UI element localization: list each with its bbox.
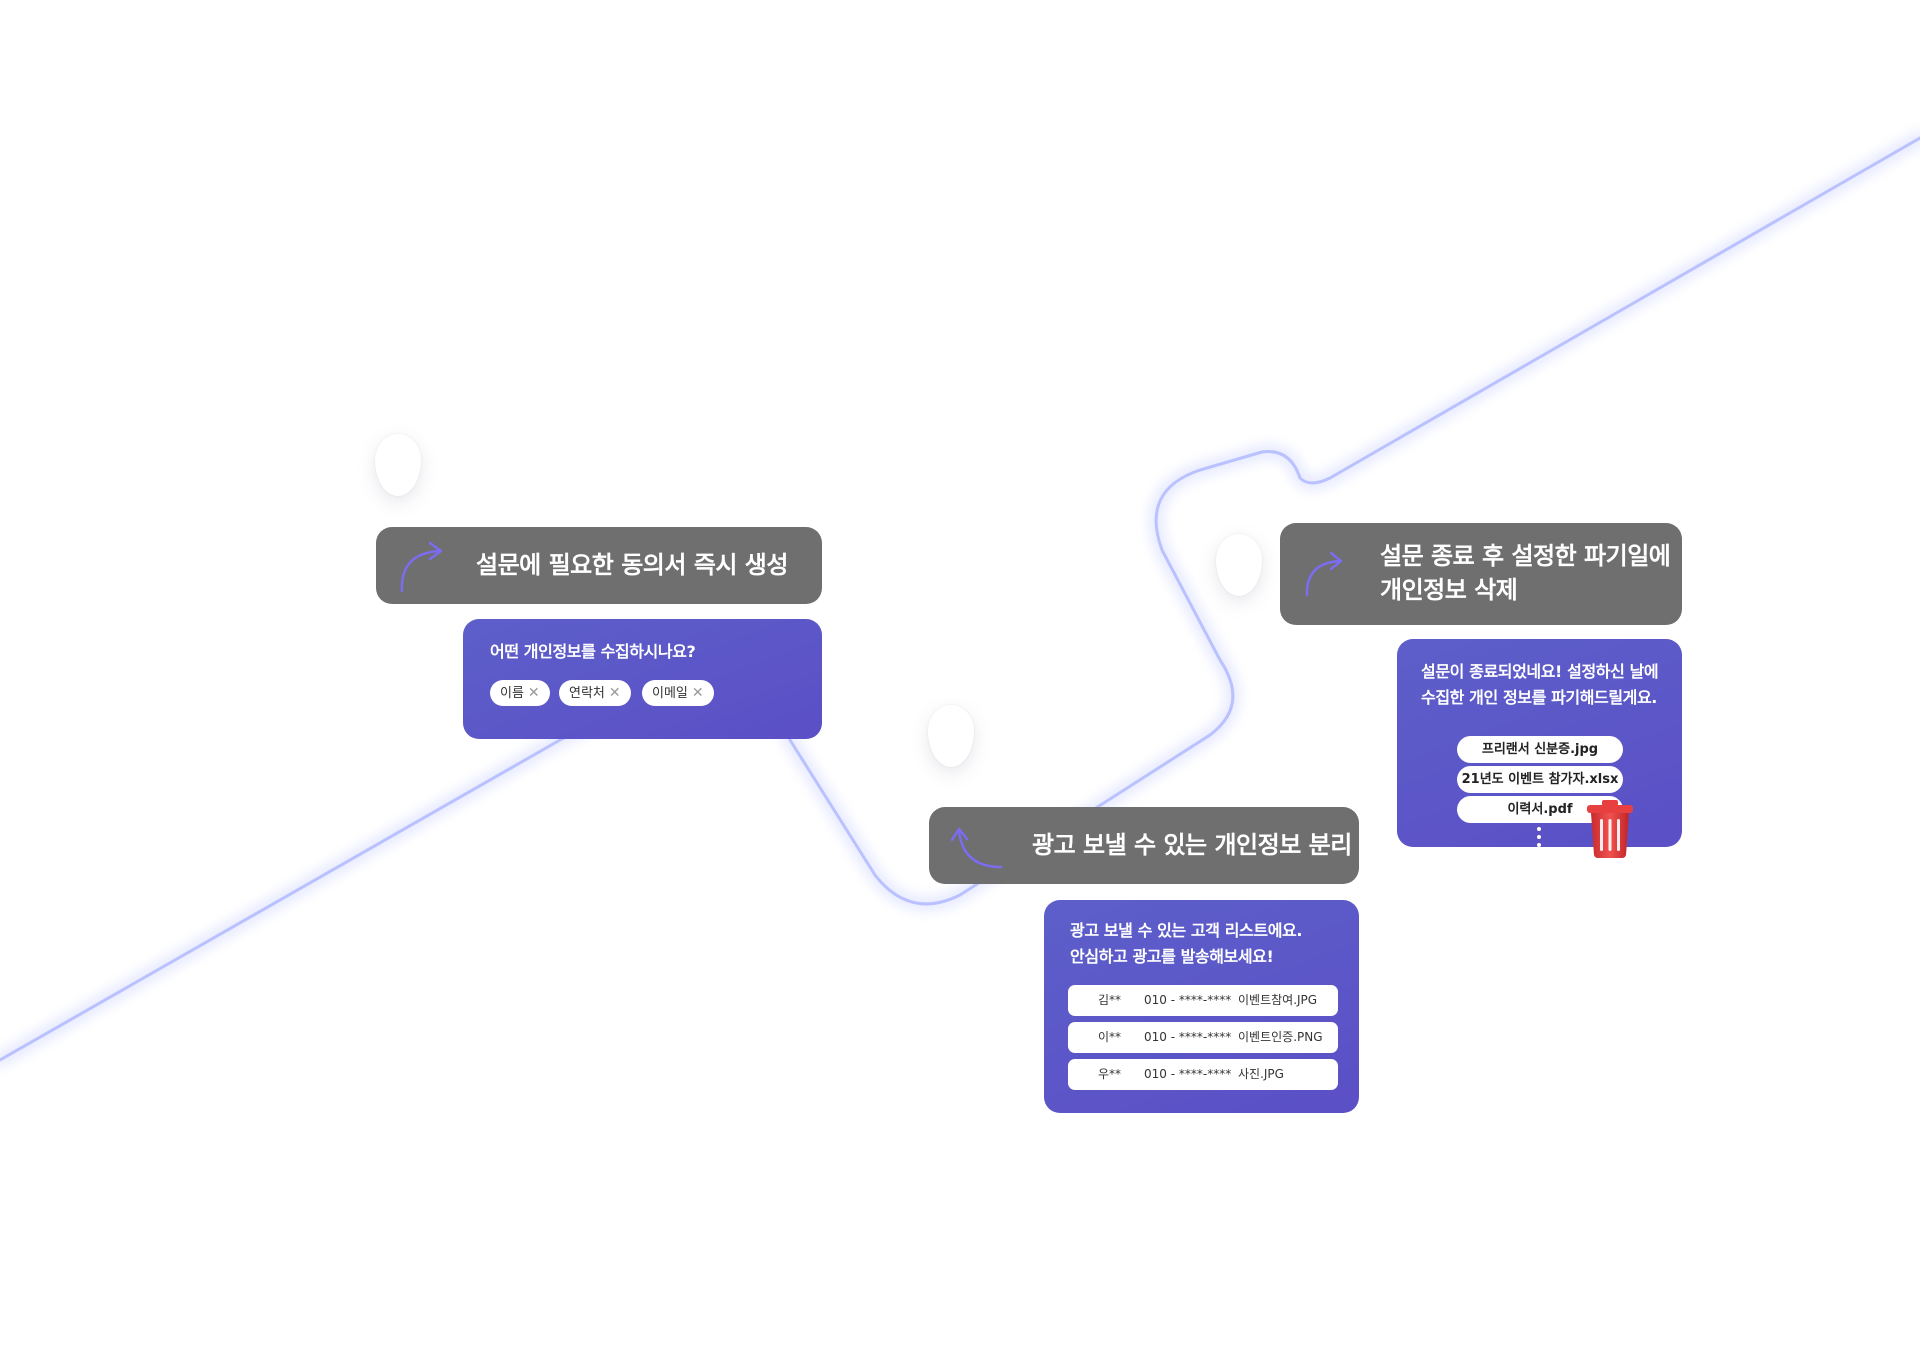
customer-phone: 010 - ****-****	[1144, 993, 1232, 1007]
customer-name: 김**	[1098, 993, 1122, 1007]
deletion-card: 설문이 종료되었네요! 설정하신 날에 수집한 개인 정보를 파기해드릴게요. …	[1397, 639, 1682, 858]
customer-file: 이벤트인증.PNG	[1238, 1030, 1323, 1044]
close-icon[interactable]: ✕	[608, 685, 621, 701]
curved-arrow-icon	[400, 541, 443, 593]
close-icon[interactable]: ✕	[527, 685, 540, 701]
step-1-title: 설문에 필요한 동의서 즉시 생성	[376, 527, 822, 604]
file-item: 21년도 이벤트 참가자.xlsx	[1457, 766, 1623, 793]
file-item: 프리랜서 신분증.jpg	[1457, 736, 1623, 763]
customer-name: 이**	[1098, 1030, 1122, 1044]
location-pin-icon	[928, 705, 974, 767]
ad-list-line2: 안심하고 광고를 발송해보세요!	[1070, 947, 1274, 966]
trash-icon	[1587, 800, 1633, 858]
step-2-title-text: 광고 보낼 수 있는 개인정보 분리	[1032, 831, 1352, 859]
step-2-title: 광고 보낼 수 있는 개인정보 분리	[929, 807, 1359, 884]
deletion-line2: 수집한 개인 정보를 파기해드릴게요.	[1421, 688, 1657, 707]
step-3-title: 설문 종료 후 설정한 파기일에 개인정보 삭제	[1280, 523, 1682, 625]
chip-label: 연락처	[569, 686, 605, 701]
location-pin-icon	[375, 434, 421, 496]
customer-file: 사진.JPG	[1238, 1067, 1284, 1081]
location-pin-icon	[1216, 534, 1262, 596]
consent-card: 어떤 개인정보를 수집하시나요? 이름✕ 연락처✕ 이메일✕	[463, 619, 822, 739]
ad-list-line1: 광고 보낼 수 있는 고객 리스트에요.	[1070, 921, 1303, 940]
customer-phone: 010 - ****-****	[1144, 1030, 1232, 1044]
deletion-line1: 설문이 종료되었네요! 설정하신 날에	[1421, 662, 1659, 681]
step-3-title-line2: 개인정보 삭제	[1380, 576, 1518, 604]
vertical-ellipsis-icon	[1536, 827, 1542, 851]
chip-label: 이메일	[652, 686, 688, 701]
curved-arrow-icon	[951, 827, 1003, 869]
customer-phone: 010 - ****-****	[1144, 1067, 1232, 1081]
step-3-title-line1: 설문 종료 후 설정한 파기일에	[1380, 542, 1671, 570]
table-row: 우** 010 - ****-**** 사진.JPG	[1068, 1059, 1338, 1090]
customer-name: 우**	[1098, 1067, 1122, 1081]
chip-label: 이름	[500, 686, 524, 701]
ad-list-card: 광고 보낼 수 있는 고객 리스트에요. 안심하고 광고를 발송해보세요! 김*…	[1044, 900, 1359, 1113]
step-1-title-text: 설문에 필요한 동의서 즉시 생성	[476, 551, 788, 579]
chip-name[interactable]: 이름✕	[490, 680, 550, 706]
close-icon[interactable]: ✕	[691, 685, 704, 701]
table-row: 이** 010 - ****-**** 이벤트인증.PNG	[1068, 1022, 1338, 1053]
customer-file: 이벤트참여.JPG	[1238, 993, 1318, 1007]
table-row: 김** 010 - ****-**** 이벤트참여.JPG	[1068, 985, 1338, 1016]
curved-arrow-icon	[1305, 551, 1343, 597]
consent-question: 어떤 개인정보를 수집하시나요?	[490, 642, 696, 661]
chip-contact[interactable]: 연락처✕	[559, 680, 631, 706]
chip-email[interactable]: 이메일✕	[642, 680, 714, 706]
